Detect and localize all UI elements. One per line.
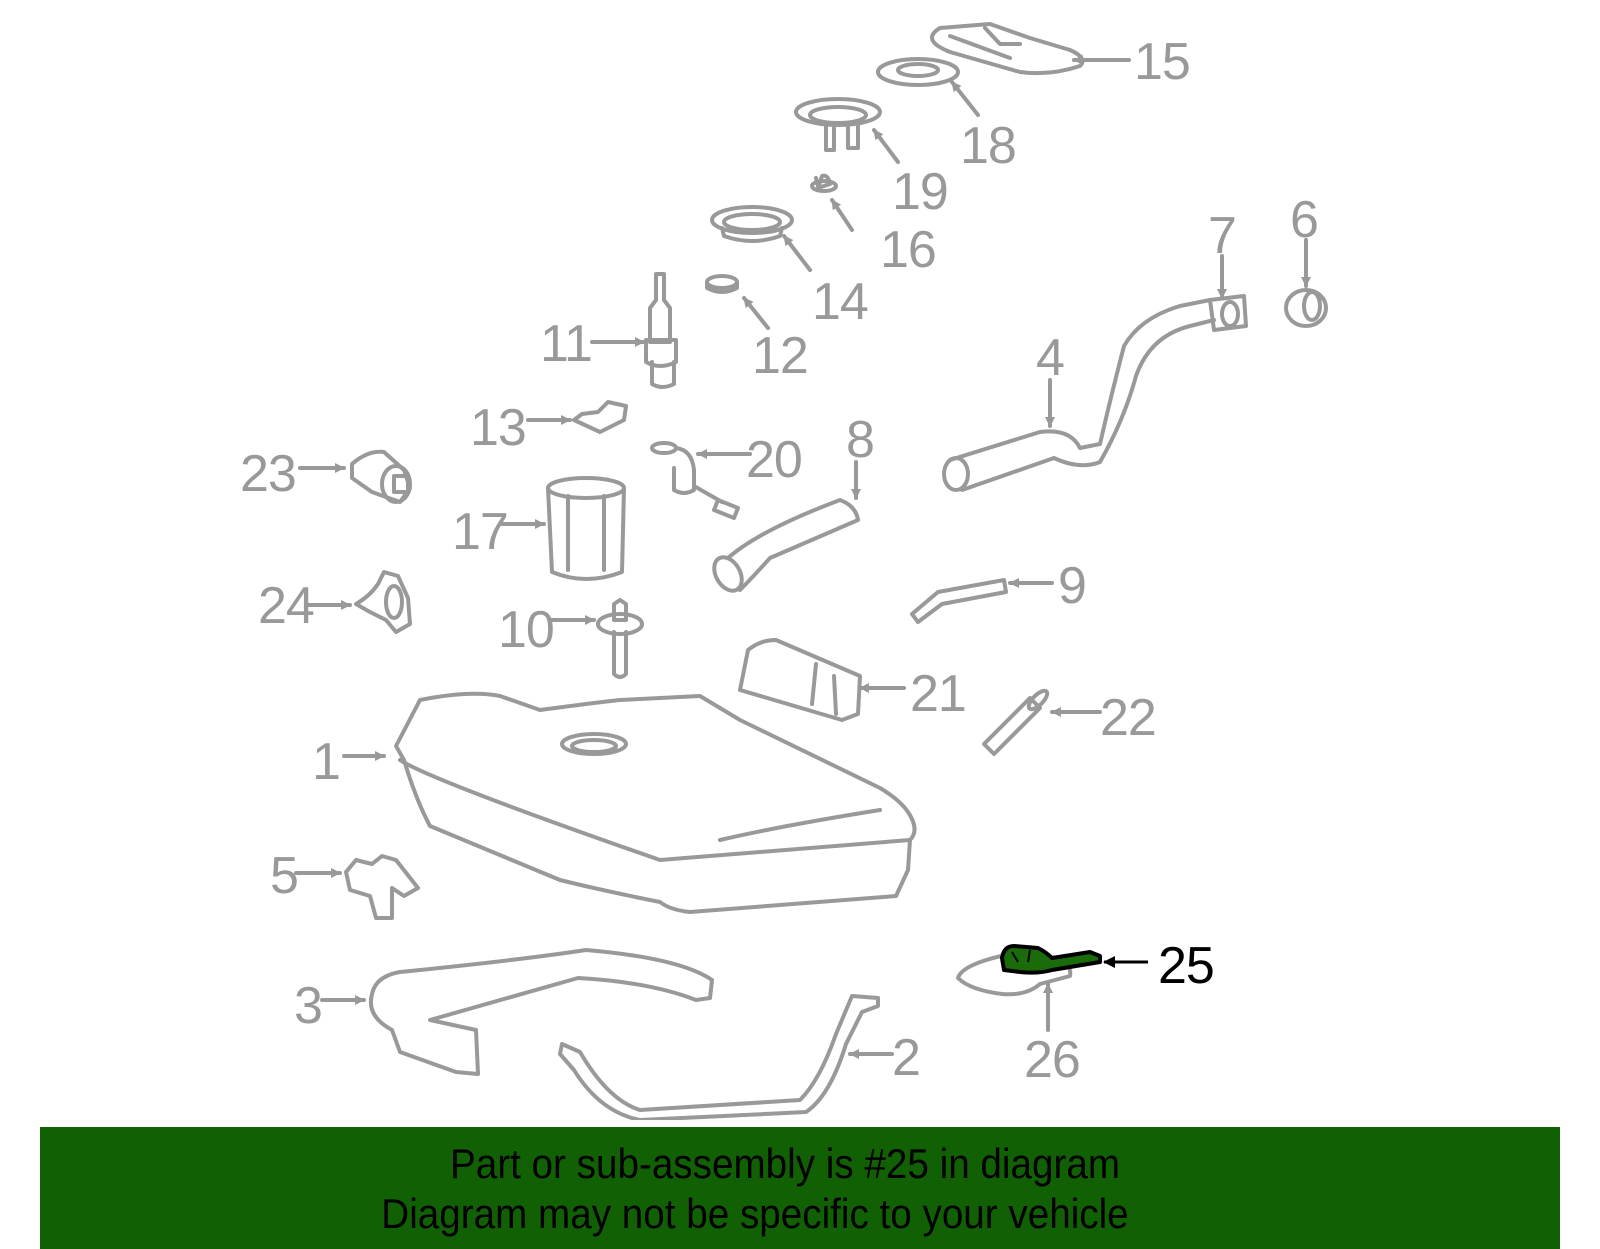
part-4-filler-pipe bbox=[942, 294, 1248, 492]
callout-8[interactable]: 8 bbox=[846, 411, 875, 469]
callout-21[interactable]: 21 bbox=[910, 665, 967, 723]
callout-26[interactable]: 26 bbox=[1024, 1031, 1081, 1089]
part-5-bracket bbox=[294, 854, 420, 920]
part-15-cover bbox=[930, 22, 1131, 76]
banner-disclaimer-text: Diagram may not be specific to your vehi… bbox=[381, 1190, 1129, 1237]
callout-6[interactable]: 6 bbox=[1290, 191, 1319, 249]
part-18-gasket bbox=[876, 57, 980, 117]
callout-13[interactable]: 13 bbox=[470, 399, 527, 457]
callout-17[interactable]: 17 bbox=[452, 503, 509, 561]
callout-19[interactable]: 19 bbox=[892, 163, 949, 221]
callout-12[interactable]: 12 bbox=[752, 327, 809, 385]
part-20-wire bbox=[650, 441, 752, 520]
part-24-clamp bbox=[304, 570, 412, 634]
part-19-ring bbox=[794, 97, 900, 164]
callout-24[interactable]: 24 bbox=[258, 577, 315, 635]
part-10-valve bbox=[548, 598, 644, 679]
banner-part-text: Part or sub-assembly is #25 in diagram bbox=[449, 1140, 1121, 1187]
callout-20[interactable]: 20 bbox=[746, 431, 803, 489]
part-6-cap bbox=[1284, 238, 1328, 328]
part-12-grommet bbox=[705, 274, 770, 330]
parts-diagram: 1 2 3 4 5 6 7 8 9 10 11 12 13 14 15 16 1… bbox=[240, 22, 1328, 1122]
callout-9[interactable]: 9 bbox=[1058, 557, 1087, 615]
callout-4[interactable]: 4 bbox=[1036, 329, 1065, 387]
callout-15[interactable]: 15 bbox=[1134, 33, 1191, 91]
callout-23[interactable]: 23 bbox=[240, 445, 297, 503]
part-23-pump bbox=[298, 449, 412, 504]
part-1-fuel-tank bbox=[342, 691, 917, 914]
parts-diagram-drawing bbox=[294, 22, 1328, 1122]
part-26-shield bbox=[956, 952, 1073, 1032]
callout-16[interactable]: 16 bbox=[880, 221, 937, 279]
callout-25-highlighted[interactable]: 25 bbox=[1158, 937, 1215, 995]
callout-2[interactable]: 2 bbox=[892, 1029, 921, 1087]
callout-7[interactable]: 7 bbox=[1208, 207, 1237, 265]
part-14-seal bbox=[710, 205, 812, 272]
part-2-strap bbox=[558, 994, 894, 1122]
callout-14[interactable]: 14 bbox=[812, 273, 869, 331]
part-info-banner: Part or sub-assembly is #25 in diagram D… bbox=[40, 1127, 1560, 1249]
callout-11[interactable]: 11 bbox=[540, 315, 593, 373]
callout-18[interactable]: 18 bbox=[960, 117, 1017, 175]
part-22-pin bbox=[982, 688, 1102, 756]
part-17-filter bbox=[498, 476, 626, 581]
part-16-clip bbox=[810, 173, 854, 232]
callout-3[interactable]: 3 bbox=[294, 977, 323, 1035]
callout-22[interactable]: 22 bbox=[1100, 689, 1157, 747]
callout-5[interactable]: 5 bbox=[270, 847, 299, 905]
part-25-highlighted bbox=[1000, 944, 1148, 975]
part-3-strap bbox=[320, 948, 714, 1076]
part-21-protector bbox=[738, 638, 906, 722]
callout-1[interactable]: 1 bbox=[312, 733, 341, 791]
callout-10[interactable]: 10 bbox=[498, 601, 555, 659]
part-13-bracket bbox=[526, 400, 628, 434]
part-9-tube bbox=[910, 578, 1054, 624]
part-8-hose bbox=[712, 460, 861, 593]
part-11-sender bbox=[590, 272, 678, 389]
